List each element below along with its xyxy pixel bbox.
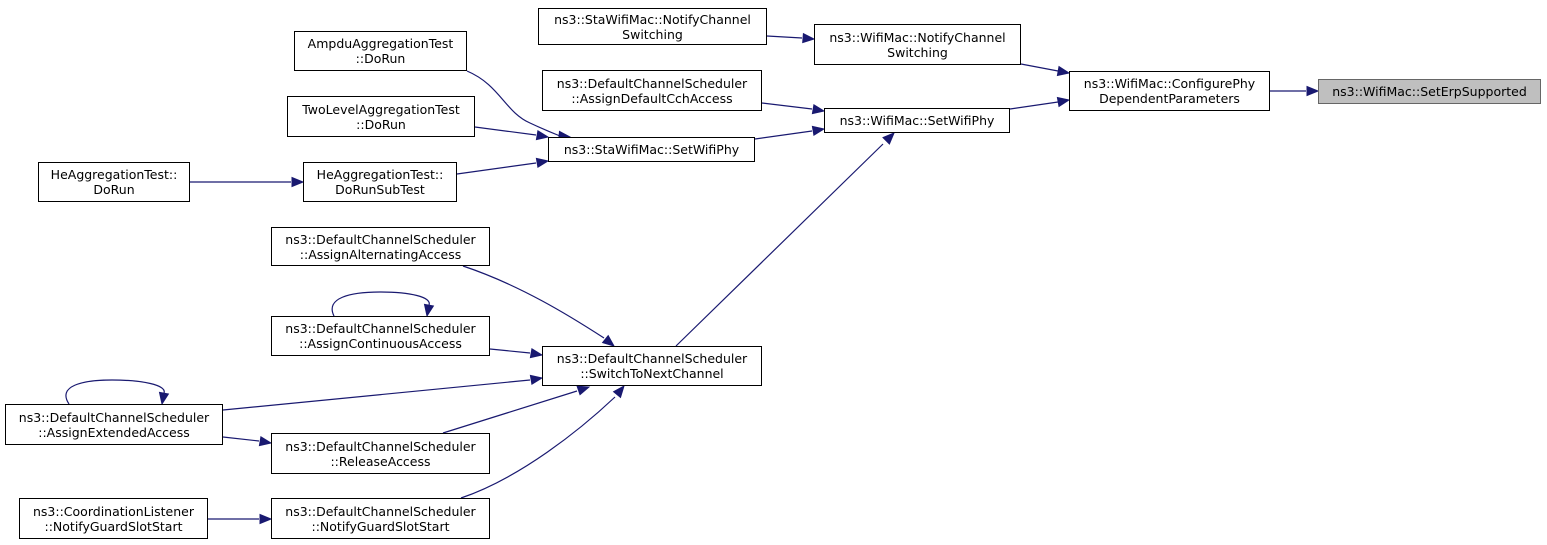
node-label-line: Switching <box>622 26 683 42</box>
node-label-line: ::AssignAlternatingAccess <box>299 246 462 262</box>
arrow-head-icon <box>529 374 544 386</box>
edge-sta_notify-to-mac_notify <box>766 32 816 44</box>
node-assign-alt[interactable]: ns3::DefaultChannelScheduler::AssignAlte… <box>271 227 490 266</box>
arrow-head-icon <box>1306 85 1320 97</box>
node-label-line: ns3::DefaultChannelScheduler <box>285 231 476 247</box>
node-label-line: ::NotifyGuardSlotStart <box>44 518 183 534</box>
edge-release-to-switch_next <box>442 385 591 434</box>
edge-assign_ext-to-assign_ext <box>65 379 170 406</box>
node-label-line: ns3::WifiMac::SetErpSupported <box>1332 84 1527 99</box>
node-label-line: TwoLevelAggregationTest <box>302 101 460 117</box>
node-assign-ext[interactable]: ns3::DefaultChannelScheduler::AssignExte… <box>5 404 223 445</box>
arrow-head-icon <box>535 157 550 169</box>
node-label-line: ns3::StaWifiMac::SetWifiPhy <box>563 142 740 157</box>
node-label-line: ns3::StaWifiMac::NotifyChannel <box>554 11 751 27</box>
node-label-line: DoRun <box>93 182 135 197</box>
edge-he_sub-to-sta_setphy <box>456 157 550 175</box>
node-label-line: ns3::WifiMac::NotifyChannel <box>829 29 1006 45</box>
edge-mac_setphy-to-configure_phy <box>1009 96 1071 110</box>
node-label-line: DependentParameters <box>1099 91 1240 106</box>
arrow-head-icon <box>1056 96 1071 108</box>
node-label-line: HeAggregationTest:: <box>50 167 178 182</box>
edge-configure_phy-to-set_erp <box>1270 85 1320 97</box>
node-label-line: DoRunSubTest <box>335 182 425 197</box>
edge-assign_cont-to-switch_next <box>489 347 544 359</box>
edge-twolevel-to-sta_setphy <box>474 126 550 141</box>
node-label-line: ns3::DefaultChannelScheduler <box>285 503 476 519</box>
edge-assign_ext-to-release <box>222 435 273 447</box>
node-ampdu[interactable]: AmpduAggregationTest::DoRun <box>294 31 467 71</box>
edge-mac_notify-to-configure_phy <box>1020 63 1071 77</box>
edge-switch_next-to-mac_setphy <box>675 132 895 347</box>
arrow-head-icon <box>423 303 435 318</box>
node-label-line: ::DoRun <box>355 51 406 66</box>
node-label-line: ::DoRun <box>356 116 406 132</box>
node-coord-guard[interactable]: ns3::CoordinationListener::NotifyGuardSl… <box>19 498 208 539</box>
edge-assign_cch-to-mac_setphy <box>761 102 826 115</box>
node-release[interactable]: ns3::DefaultChannelScheduler::ReleaseAcc… <box>271 433 490 474</box>
node-label-line: ::AssignDefaultCchAccess <box>571 90 733 106</box>
node-twolevel[interactable]: TwoLevelAggregationTest::DoRun <box>287 96 475 137</box>
node-label-line: AmpduAggregationTest <box>307 36 454 51</box>
node-label-line: ns3::WifiMac::ConfigurePhy <box>1083 76 1256 91</box>
arrow-head-icon <box>802 32 816 44</box>
arrow-head-icon <box>882 132 895 145</box>
arrow-head-icon <box>811 125 826 137</box>
node-label-line: ns3::CoordinationListener <box>33 503 194 519</box>
arrow-head-icon <box>291 176 305 188</box>
arrow-head-icon <box>601 334 616 347</box>
node-label-line: ns3::DefaultChannelScheduler <box>18 409 210 425</box>
arrow-head-icon <box>612 384 625 399</box>
node-label-line: ns3::WifiMac::SetWifiPhy <box>839 113 995 128</box>
node-label-line: ::AssignExtendedAccess <box>38 424 190 440</box>
arrow-head-icon <box>576 385 591 396</box>
node-assign-cch[interactable]: ns3::DefaultChannelScheduler::AssignDefa… <box>542 70 762 111</box>
node-sta-setphy[interactable]: ns3::StaWifiMac::SetWifiPhy <box>548 137 755 162</box>
edge-sched_guard-to-switch_next <box>460 384 625 499</box>
edge-assign_alt-to-switch_next <box>462 265 616 347</box>
node-label-line: ns3::DefaultChannelScheduler <box>285 438 476 454</box>
edge-sta_setphy-to-mac_setphy <box>754 125 826 140</box>
arrow-head-icon <box>529 347 544 359</box>
node-mac-setphy[interactable]: ns3::WifiMac::SetWifiPhy <box>824 108 1010 133</box>
edge-assign_ext-to-switch_next <box>222 374 544 411</box>
node-set-erp: ns3::WifiMac::SetErpSupported <box>1318 79 1541 104</box>
node-label-line: ns3::DefaultChannelScheduler <box>556 351 748 366</box>
node-label-line: ::SwitchToNextChannel <box>580 366 724 381</box>
node-label-line: ns3::DefaultChannelScheduler <box>285 321 476 336</box>
node-assign-cont[interactable]: ns3::DefaultChannelScheduler::AssignCont… <box>271 316 490 356</box>
arrow-head-icon <box>811 103 826 115</box>
edge-assign_cont-to-assign_cont <box>331 291 435 318</box>
node-he-run[interactable]: HeAggregationTest::DoRun <box>38 162 190 202</box>
node-label-line: ::NotifyGuardSlotStart <box>311 518 450 534</box>
node-label-line: Switching <box>887 44 948 60</box>
edge-he_run-to-he_sub <box>190 176 305 188</box>
arrow-head-icon <box>258 435 273 447</box>
arrow-head-icon <box>535 129 550 141</box>
arrow-head-icon <box>259 513 273 525</box>
node-label-line: ::AssignContinuousAccess <box>299 336 462 351</box>
node-switch-next[interactable]: ns3::DefaultChannelScheduler::SwitchToNe… <box>542 346 762 386</box>
node-label-line: ::ReleaseAccess <box>330 453 431 469</box>
arrow-head-icon <box>158 391 170 406</box>
node-label-line: HeAggregationTest:: <box>316 167 444 182</box>
edge-coord_guard-to-sched_guard <box>208 513 273 525</box>
node-sched-guard[interactable]: ns3::DefaultChannelScheduler::NotifyGuar… <box>271 498 490 539</box>
arrow-head-icon <box>1056 65 1071 77</box>
node-he-sub[interactable]: HeAggregationTest::DoRunSubTest <box>303 162 457 202</box>
node-label-line: ns3::DefaultChannelScheduler <box>556 75 748 91</box>
